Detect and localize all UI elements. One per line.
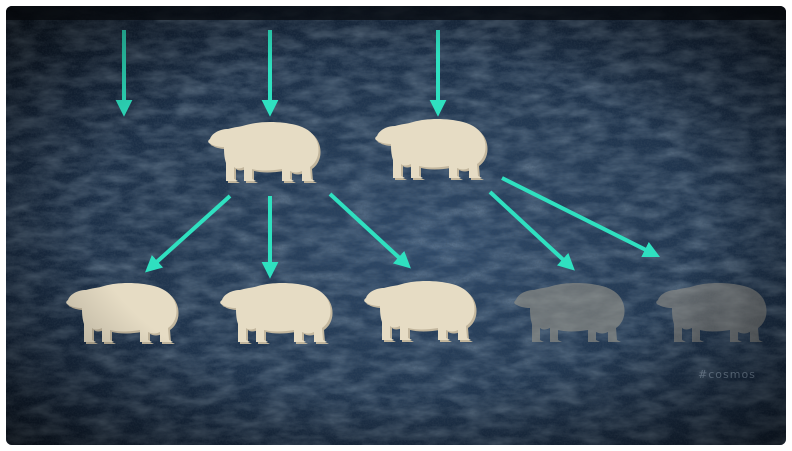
arrow-to-offspring-5 [502,178,654,254]
parent-bear-left [208,122,320,183]
offspring-bear-4-faded [514,283,624,342]
offspring-arrows [150,178,654,272]
cosmos-watermark: #cosmos [698,368,756,381]
offspring-bear-1 [66,283,178,344]
incoming-arrows [124,30,438,110]
offspring-bear-3 [364,281,476,342]
evolution-diagram [6,6,786,445]
parent-bear-right [375,119,487,180]
offspring-bear-5-faded [656,283,766,342]
offspring-bear-2 [220,283,332,344]
offspring-bears [66,281,766,344]
arrow-to-offspring-1 [150,196,230,268]
arrow-to-offspring-4 [490,192,570,266]
rock-background: #cosmos [6,6,786,445]
arrow-to-offspring-3 [330,194,406,264]
parent-bears [208,119,487,183]
